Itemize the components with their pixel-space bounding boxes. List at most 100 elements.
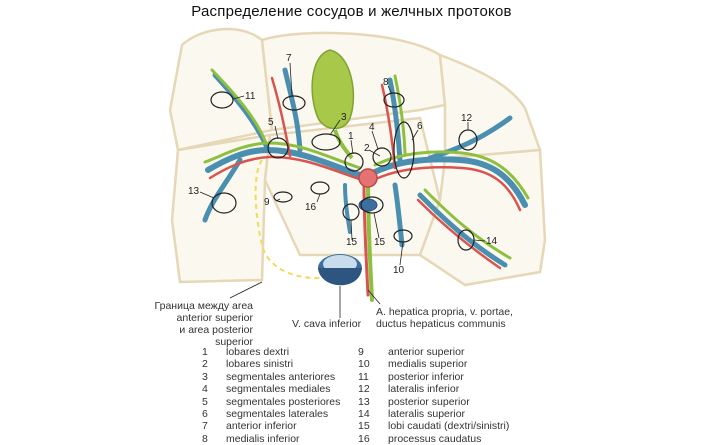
legend-item: 8 medialis inferior bbox=[198, 433, 340, 445]
label-3: 3 bbox=[341, 112, 347, 123]
legend-text: lobares dextri bbox=[226, 346, 290, 358]
label-12: 12 bbox=[461, 113, 473, 124]
legend-number: 7 bbox=[202, 420, 208, 433]
legend-item: 15 lobi caudati (dextri/sinistri) bbox=[358, 420, 509, 432]
legend-item: 9 anterior superior bbox=[358, 346, 509, 358]
legend-right: 9 anterior superior 10 medialis superior 1… bbox=[358, 346, 509, 445]
annotation-vena-cava: V. cava inferior bbox=[292, 318, 361, 330]
legend-number: 2 bbox=[202, 358, 208, 371]
legend-number: 4 bbox=[202, 383, 208, 396]
leader-lines bbox=[199, 62, 486, 318]
legend-number: 6 bbox=[202, 408, 208, 421]
legend-text: segmentales anteriores bbox=[226, 370, 336, 383]
legend-left: 1 lobares dextri 2 lobares sinistri 3 segme… bbox=[198, 346, 340, 445]
label-7: 7 bbox=[286, 53, 292, 64]
label-15-left: 15 bbox=[346, 237, 358, 248]
label-2: 2 bbox=[364, 143, 370, 154]
label-11: 11 bbox=[245, 91, 256, 102]
artery-proper bbox=[362, 183, 370, 297]
legend-text: lobares sinistri bbox=[226, 358, 294, 371]
annotation-border-line3: и area posterior superior bbox=[179, 324, 253, 348]
legend-item: 12 lateralis inferior bbox=[358, 383, 509, 395]
legend-number: 10 bbox=[358, 358, 370, 371]
label-14: 14 bbox=[486, 236, 498, 247]
porta-hepatis bbox=[358, 168, 378, 188]
bile-duct-left-lower bbox=[423, 188, 512, 260]
legend-text: medialis superior bbox=[388, 358, 468, 371]
portal-vein-down bbox=[392, 182, 405, 248]
legend-text: segmentales posteriores bbox=[226, 395, 341, 408]
legend-number: 15 bbox=[358, 420, 370, 433]
legend-number: 11 bbox=[358, 370, 369, 383]
area-border-line bbox=[254, 159, 346, 280]
legend-item: 13 posterior superior bbox=[358, 396, 509, 408]
label-15-right: 15 bbox=[374, 237, 386, 248]
legend-number: 5 bbox=[202, 395, 208, 408]
annotation-hepatica-line2: ductus hepaticus communis bbox=[376, 318, 506, 330]
legend-text: segmentales laterales bbox=[226, 408, 329, 421]
legend-item: 3 segmentales anteriores bbox=[198, 371, 340, 383]
legend-number: 1 bbox=[202, 346, 208, 358]
legend-item: 5 segmentales posteriores bbox=[198, 396, 340, 408]
portal-vein-left bbox=[372, 156, 528, 208]
vena-cava-inferior bbox=[318, 254, 362, 286]
artery-right bbox=[208, 155, 364, 182]
label-8: 8 bbox=[383, 77, 389, 88]
segment-left-lower bbox=[418, 148, 547, 287]
legend-number: 12 bbox=[358, 383, 370, 396]
label-9: 9 bbox=[264, 197, 270, 208]
legend-text: segmentales mediales bbox=[226, 383, 331, 396]
segment-right-upper bbox=[168, 27, 274, 152]
artery-left bbox=[376, 166, 522, 212]
legend-number: 3 bbox=[202, 370, 208, 383]
portal-vein-caudate bbox=[343, 183, 352, 234]
artery-left-lower bbox=[416, 198, 502, 270]
legend-number: 8 bbox=[202, 432, 208, 445]
portal-junction bbox=[358, 198, 378, 212]
liver-segments bbox=[168, 27, 547, 287]
label-4: 4 bbox=[369, 122, 375, 133]
legend-item: 1 lobares dextri bbox=[198, 346, 340, 358]
legend-item: 11 posterior inferior bbox=[358, 371, 509, 383]
bile-duct-right-up bbox=[210, 68, 268, 145]
legend-text: anterior inferior bbox=[226, 420, 297, 433]
annotation-hepatica-line1: A. hepatica propria, v. portae, bbox=[376, 306, 513, 318]
artery-right-up bbox=[270, 76, 292, 158]
legend-text: lateralis superior bbox=[388, 408, 466, 421]
legend-item: 6 segmentales laterales bbox=[198, 408, 340, 420]
label-16: 16 bbox=[305, 202, 317, 213]
legend-number: 9 bbox=[358, 346, 364, 358]
legend-number: 13 bbox=[358, 395, 370, 408]
legend-item: 2 lobares sinistri bbox=[198, 358, 340, 370]
legend-item: 10 medialis superior bbox=[358, 358, 509, 370]
legend-text: posterior superior bbox=[388, 395, 470, 408]
cystic-duct bbox=[333, 129, 354, 160]
annotation-border-line1: Граница между area bbox=[154, 300, 253, 312]
annotation-area-border: Граница между area anterior superior и a… bbox=[143, 300, 253, 348]
diagram-title: Распределение сосудов и желчных протоков bbox=[191, 3, 512, 20]
bile-duct-left-up bbox=[393, 74, 407, 155]
portal-vein-left-lat bbox=[427, 115, 513, 161]
bile-duct-left bbox=[373, 150, 530, 200]
label-10: 10 bbox=[393, 265, 405, 276]
portal-vein-right-lower bbox=[202, 157, 243, 223]
portal-vein-left-upper bbox=[387, 77, 403, 163]
legend-item: 16 processus caudatus bbox=[358, 433, 509, 445]
label-6: 6 bbox=[417, 121, 423, 132]
bile-duct-common bbox=[366, 173, 374, 302]
portal-vein-left-lower bbox=[417, 192, 508, 268]
segment-left-upper bbox=[438, 53, 542, 160]
legend-item: 7 anterior inferior bbox=[198, 420, 340, 432]
legend-text: processus caudatus bbox=[388, 432, 482, 445]
legend-number: 16 bbox=[358, 432, 370, 445]
legend-text: posterior inferior bbox=[388, 370, 464, 383]
legend-number: 14 bbox=[358, 408, 370, 421]
label-1: 1 bbox=[348, 131, 354, 142]
label-13: 13 bbox=[188, 186, 200, 197]
legend-text: anterior superior bbox=[388, 346, 465, 358]
legend-text: lobi caudati (dextri/sinistri) bbox=[388, 420, 510, 433]
legend-text: medialis inferior bbox=[226, 432, 300, 445]
legend-text: lateralis inferior bbox=[388, 383, 460, 396]
legend-item: 4 segmentales mediales bbox=[198, 383, 340, 395]
